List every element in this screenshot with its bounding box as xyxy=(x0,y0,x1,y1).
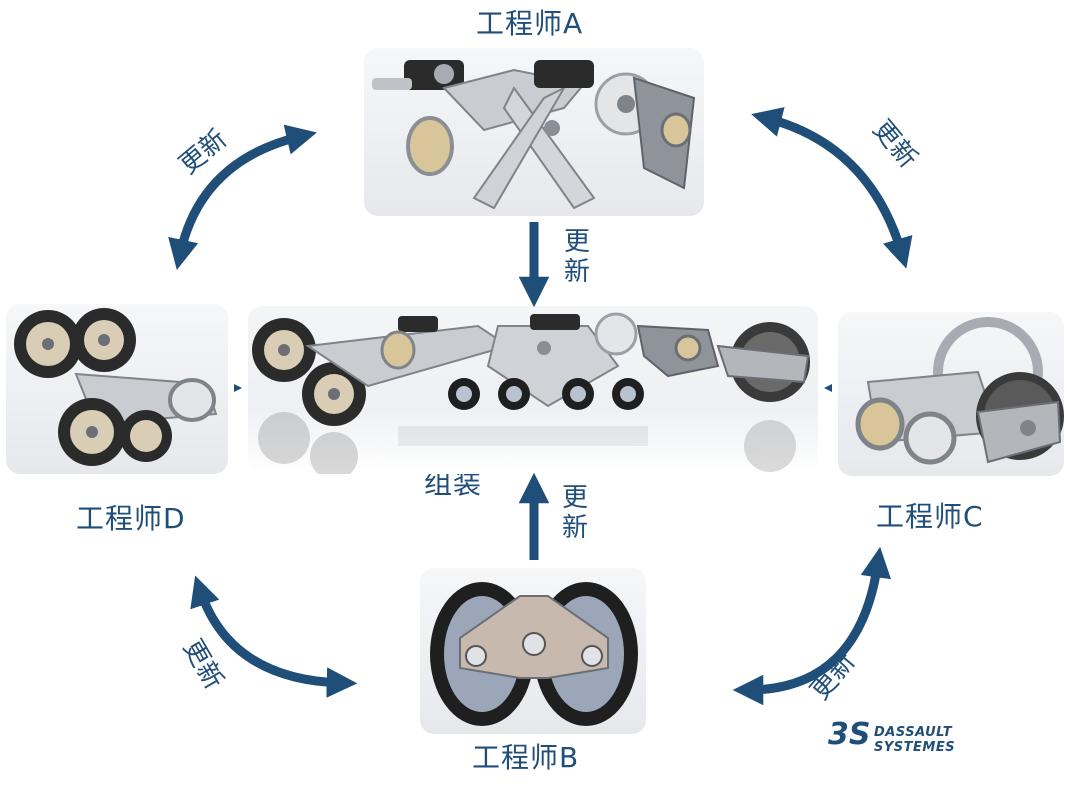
engineer-c-parts-image xyxy=(838,312,1064,476)
suspension-parts-drawing xyxy=(372,60,696,210)
engineer-d-parts-image xyxy=(6,304,228,474)
logo-line1: DASSAULT xyxy=(874,725,953,740)
logo-line2: SYSTEMES xyxy=(874,740,956,755)
engineer-b-parts-image xyxy=(420,568,646,734)
update-label-a: 更新 xyxy=(563,227,590,287)
update-label-a-c: 更新 xyxy=(866,114,923,174)
update-label-b: 更新 xyxy=(561,483,588,543)
engineer-a-parts-image xyxy=(364,48,704,216)
engineer-c-label: 工程师C xyxy=(876,500,984,533)
update-label-d-b: 更新 xyxy=(176,634,229,695)
update-label-c-b: 更新 xyxy=(805,646,862,706)
update-label-a-d: 更新 xyxy=(173,124,233,181)
3ds-logo-icon: 3S xyxy=(828,717,871,752)
assembly-image xyxy=(248,306,818,474)
engineer-b-label: 工程师B xyxy=(472,741,580,774)
wheel-carriage-drawing xyxy=(14,308,218,466)
engineer-a-label: 工程师A xyxy=(476,7,584,40)
sprocket-drive-drawing xyxy=(855,317,1064,465)
dassault-logo: 3S DASSAULT SYSTEMES xyxy=(828,720,988,760)
assembly-label: 组装 xyxy=(424,467,483,500)
pointer-d-assembly xyxy=(234,384,242,392)
twin-wheel-drawing xyxy=(430,582,638,726)
pointer-c-assembly xyxy=(824,384,832,392)
engineer-d-label: 工程师D xyxy=(76,502,186,535)
full-assembly-drawing xyxy=(252,312,810,474)
